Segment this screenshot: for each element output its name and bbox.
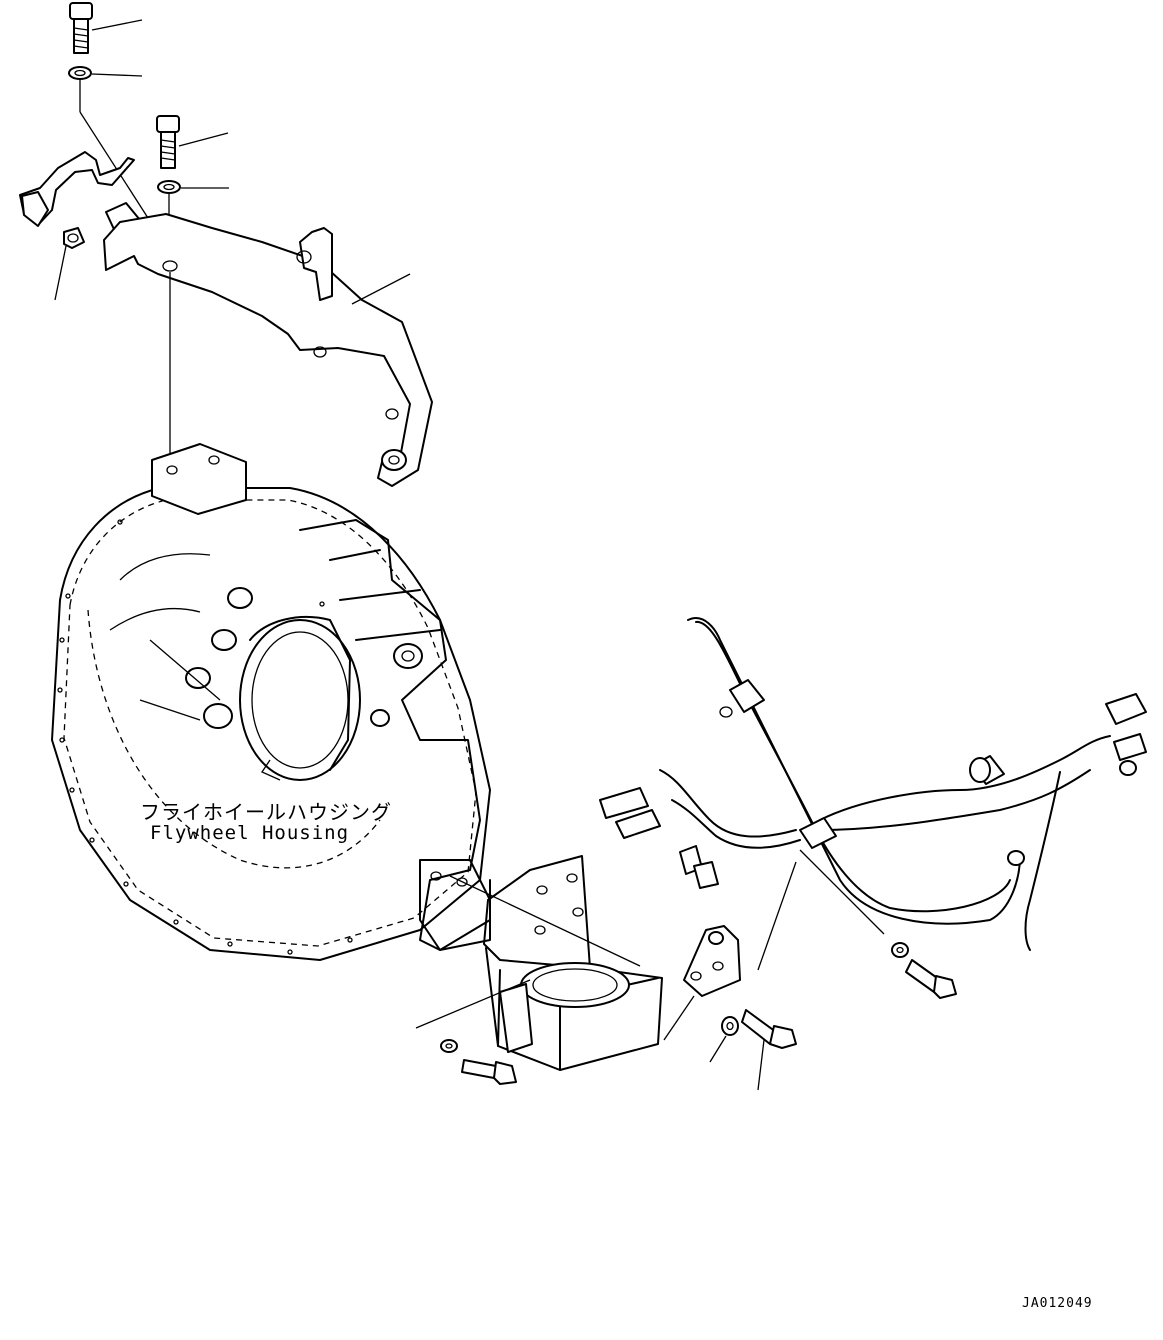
bracket-plate-icon [103,202,433,487]
washer-icon [157,180,229,194]
mount-bracket-icon [483,855,663,1071]
washer-icon [68,66,143,80]
washer-icon [440,1039,458,1053]
plate-icon [663,925,741,1041]
bolt-icon [156,115,229,169]
flywheel-housing-icon [51,443,491,961]
wire-harness-icon [599,617,1147,951]
drawing-number: JA012049 [1022,1296,1093,1311]
washer-icon [891,942,909,958]
washer-icon [709,1016,739,1063]
bolt-icon [461,1059,517,1085]
bolt-icon [69,2,143,54]
label-jp: フライホイールハウジング [140,800,392,824]
label-en: Flywheel Housing [150,822,350,844]
bolt-icon [905,959,957,999]
bolt-icon [741,1009,797,1091]
clip-bracket-icon [19,151,135,301]
